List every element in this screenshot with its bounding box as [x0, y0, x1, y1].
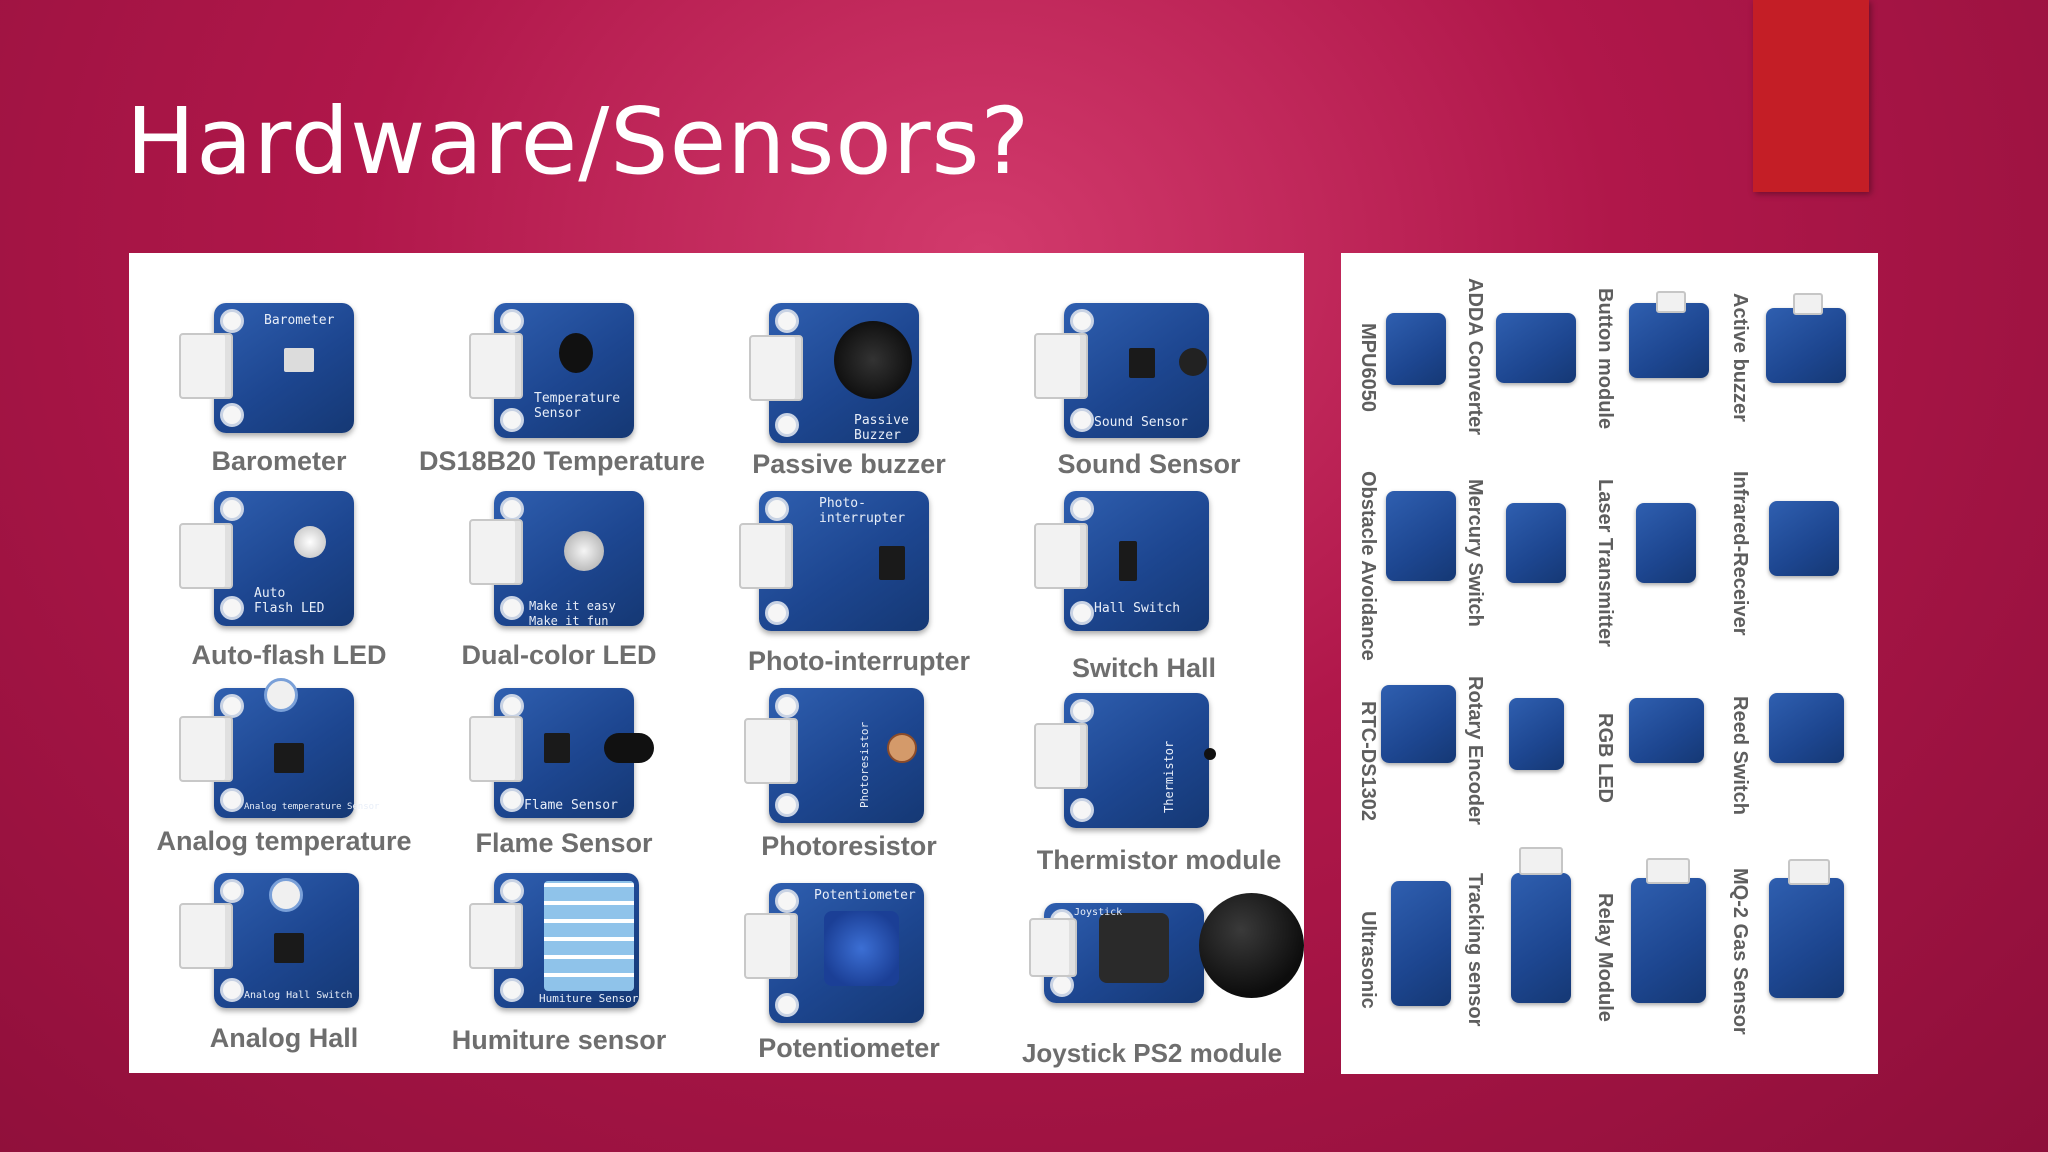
module-label: Sound Sensor	[1057, 449, 1241, 479]
module-label: Passive buzzer	[752, 449, 946, 479]
module-label: Reed Switch	[1729, 696, 1751, 815]
module-tracking-sensor	[1511, 873, 1571, 1003]
module-silk: Thermistor	[1162, 740, 1176, 813]
module-rotary-encoder	[1509, 698, 1564, 770]
module-button	[1629, 303, 1709, 378]
module-passive-buzzer: Passive Buzzer	[729, 303, 1019, 503]
module-flame-sensor: Flame Sensor	[449, 688, 739, 888]
module-label: RGB LED	[1594, 713, 1616, 803]
module-label: Photo-interrupter	[748, 646, 970, 676]
module-dual-color-led: Make it easy Make it fun	[449, 491, 739, 691]
module-silk: Potentiometer	[814, 888, 916, 903]
module-active-buzzer	[1766, 308, 1846, 383]
module-silk: Photo- interrupter	[819, 496, 906, 526]
module-label: Humiture sensor	[451, 1025, 667, 1055]
module-silk: Passive Buzzer	[854, 413, 909, 443]
module-barometer: Barometer	[169, 303, 459, 503]
module-label: Flame Sensor	[475, 828, 653, 858]
module-label: Barometer	[211, 446, 347, 476]
module-adda-converter	[1496, 313, 1576, 383]
module-mpu6050	[1386, 313, 1446, 385]
module-label: Potentiometer	[758, 1033, 940, 1063]
module-ultrasonic	[1391, 881, 1451, 1006]
module-mq2-gas	[1769, 878, 1844, 998]
module-label: Mercury Switch	[1464, 479, 1486, 627]
module-rtc-ds1302	[1381, 685, 1456, 763]
module-photo-interrupter: Photo- interrupter	[729, 491, 1019, 691]
module-switch-hall: Hall Switch	[1019, 491, 1309, 691]
module-obstacle-avoidance	[1386, 491, 1456, 581]
sensor-kit-image-right: MPU6050 ADDA Converter Button module Act…	[1341, 253, 1878, 1074]
module-silk: Flame Sensor	[524, 798, 618, 813]
module-potentiometer: Potentiometer	[729, 883, 1019, 1083]
module-ds18b20: Temperature Sensor	[449, 303, 739, 503]
module-thermistor: Thermistor	[1019, 693, 1309, 893]
module-silk: Auto Flash LED	[254, 586, 325, 616]
module-label: Analog temperature	[156, 826, 412, 856]
sensor-kit-image-left: Barometer Barometer Temperature Sensor D…	[129, 253, 1304, 1073]
module-label: Active buzzer	[1729, 293, 1751, 422]
module-label: Thermistor module	[1036, 845, 1282, 875]
module-sound-sensor: Sound Sensor	[1019, 303, 1309, 503]
module-label: Analog Hall	[209, 1023, 359, 1053]
module-silk: Analog Hall Switch	[244, 990, 353, 1001]
module-silk: Barometer	[264, 313, 335, 328]
module-label: DS18B20 Temperature	[418, 446, 706, 476]
module-auto-flash-led: Auto Flash LED	[169, 491, 459, 691]
module-label: Laser Transmitter	[1594, 479, 1616, 647]
module-label: MPU6050	[1357, 323, 1379, 412]
module-laser-transmitter	[1636, 503, 1696, 583]
module-photoresistor: Photoresistor	[729, 688, 1019, 888]
module-label: Obstacle Avoidance	[1357, 471, 1379, 661]
module-label: Infrared-Receiver	[1729, 471, 1751, 636]
module-silk: Hall Switch	[1094, 601, 1181, 616]
accent-tab	[1753, 0, 1869, 192]
module-silk: Sound Sensor	[1094, 415, 1188, 430]
module-mercury-switch	[1506, 503, 1566, 583]
module-relay	[1631, 878, 1706, 1003]
module-humiture: Humiture Sensor	[449, 873, 739, 1073]
module-label: Button module	[1594, 288, 1616, 430]
module-silk: Make it easy Make it fun	[529, 599, 616, 628]
module-label: RTC-DS1302	[1357, 701, 1379, 822]
module-silk: Humiture Sensor	[539, 992, 639, 1005]
module-label: Photoresistor	[761, 831, 937, 861]
module-label: Relay Module	[1594, 893, 1616, 1022]
module-silk: Temperature Sensor	[534, 391, 621, 421]
module-joystick: Joystick	[1019, 893, 1304, 1093]
module-label: MQ-2 Gas Sensor	[1729, 868, 1751, 1035]
module-infrared-receiver	[1769, 501, 1839, 576]
module-analog-hall: Analog Hall Switch	[169, 873, 459, 1073]
module-reed-switch	[1769, 693, 1844, 763]
module-label: Dual-color LED	[461, 640, 657, 670]
module-label: Joystick PS2 module	[1021, 1038, 1283, 1068]
module-label: Ultrasonic	[1357, 911, 1379, 1009]
module-label: Rotary Encoder	[1464, 676, 1486, 825]
module-label: ADDA Converter	[1464, 278, 1486, 436]
module-silk: Photoresistor	[858, 721, 871, 808]
slide-title: Hardware/Sensors?	[126, 88, 1031, 195]
module-silk: Analog temperature Sensor	[244, 802, 380, 812]
module-rgb-led	[1629, 698, 1704, 763]
module-analog-temperature: Analog temperature Sensor	[169, 678, 459, 888]
module-silk: Joystick	[1074, 907, 1123, 918]
module-label: Tracking sensor	[1464, 873, 1486, 1027]
module-label: Switch Hall	[1071, 653, 1217, 683]
module-label: Auto-flash LED	[191, 640, 387, 670]
